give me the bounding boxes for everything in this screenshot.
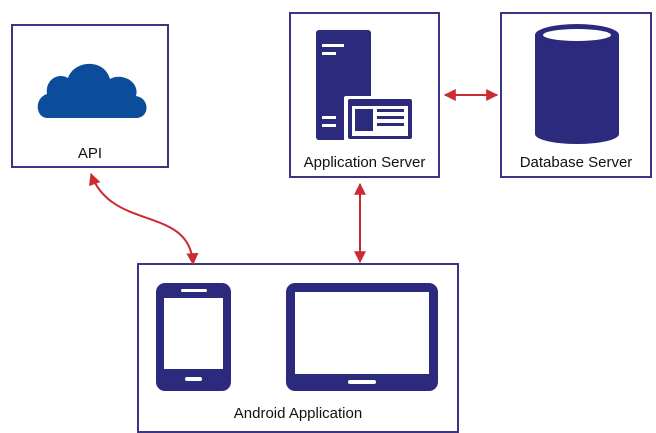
phone-icon bbox=[156, 283, 231, 391]
application-server-label: Application Server bbox=[303, 154, 426, 171]
cloud-icon bbox=[37, 63, 147, 118]
database-icon bbox=[535, 24, 619, 144]
tablet-icon bbox=[286, 283, 438, 391]
database-server-label: Database Server bbox=[519, 154, 633, 171]
connector-api-android bbox=[89, 172, 199, 266]
api-label: API bbox=[77, 145, 103, 162]
application-server-node: Application Server bbox=[289, 12, 440, 178]
server-icon bbox=[316, 30, 416, 142]
android-application-label: Android Application bbox=[233, 405, 363, 422]
